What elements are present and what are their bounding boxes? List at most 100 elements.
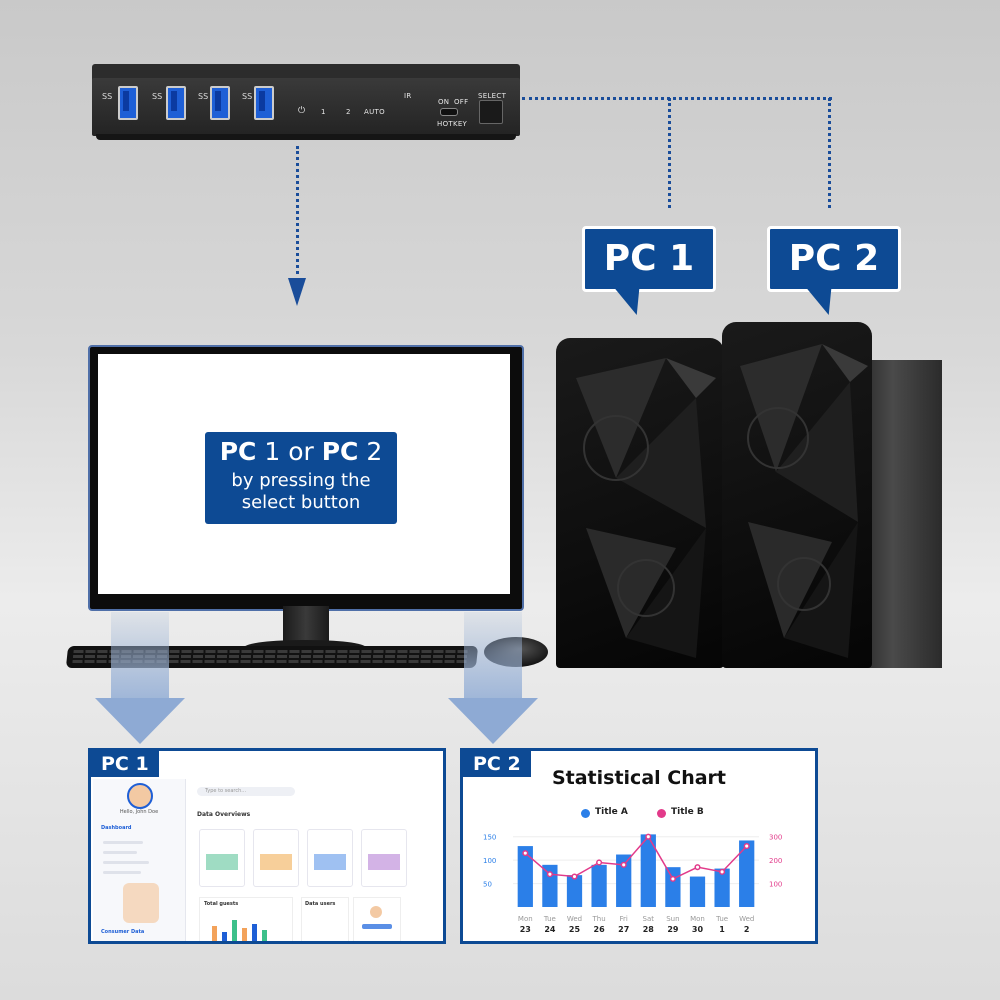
point-title-b [719,868,726,875]
nav-item[interactable] [103,871,141,874]
nav-item[interactable] [103,861,149,864]
avatar [127,783,153,809]
x-day-label: Sat [643,915,655,923]
led-label-2: 2 [346,108,351,116]
pc1-label: PC 1 [582,226,716,292]
led-label-auto: AUTO [364,108,385,116]
hotkey-on-label: ON [438,98,450,106]
x-day-label: Sun [666,915,679,923]
connector-monitor-line [296,146,299,274]
usb-symbol-1: SS [102,92,113,101]
x-date-label: 1 [719,925,725,934]
card-area-chart [368,854,400,870]
usb-port-3[interactable] [210,86,230,120]
bar-title-a [591,864,607,907]
pc1-screen-panel: PC 1 Hello, John Doe Dashboard Consumer … [88,748,446,944]
nav-item[interactable] [103,851,137,854]
nav-consumer-data[interactable]: Consumer Data [101,929,145,935]
nav-item[interactable] [103,841,143,844]
hotkey-off-label: OFF [454,98,469,106]
arrow-to-pc2-head [448,698,538,744]
hotkey-toggle[interactable] [440,108,458,116]
message-line-2: by pressing the [231,470,371,491]
point-title-b [645,833,652,840]
message-line-1: PC 1 or PC 2 [205,432,397,470]
legend-label-title-b: Title B [671,807,704,817]
pc1-label-pointer [615,289,649,315]
chart-title: Statistical Chart [551,767,727,789]
usb-symbol-3: SS [198,92,209,101]
pc2-panel-tag: PC 2 [463,751,531,777]
usb-port-1[interactable] [118,86,138,120]
pc2-tower-front-pattern [740,344,868,658]
connector-monitor-arrow [288,278,306,306]
point-title-b [596,859,603,866]
hotkey-label: HOTKEY [437,120,468,128]
x-day-label: Tue [715,915,728,923]
overview-title: Data Overviews [197,811,251,818]
total-guests-card: Total guests [199,897,293,941]
pc2-label-pointer [807,289,841,315]
x-day-label: Mon [690,915,705,923]
point-title-b [546,871,553,878]
data-users-title: Data users [305,901,336,907]
y-left-tick-label: 50 [483,881,492,889]
bar-title-a [616,854,632,907]
message-pc1-word: PC [219,437,257,466]
overview-card [253,829,299,887]
y-left-tick-label: 150 [483,834,496,842]
kvm-front-panel [92,78,520,136]
search-input[interactable]: Type to search... [197,787,295,796]
pc2-screen-panel: PC 2 Statistical Chart Title A Title B 1… [460,748,818,944]
x-date-label: 23 [520,925,531,934]
ir-label: IR [404,92,412,100]
nav-dashboard[interactable]: Dashboard [101,825,132,831]
message-pc1-number: 1 or [256,437,322,466]
point-title-b [620,861,627,868]
overview-card [361,829,407,887]
power-icon: ⏻ [298,106,306,116]
x-date-label: 28 [643,925,655,934]
pc1-panel-tag: PC 1 [91,751,159,777]
bar-title-a [665,867,681,907]
profile-avatar [370,906,382,918]
message-pc2-number: 2 [358,437,383,466]
user-greeting: Hello, John Doe [119,809,159,815]
pc2-tower-side [860,360,942,668]
connector-pc2-line [828,98,831,208]
pc1-dashboard: Hello, John Doe Dashboard Consumer Data … [93,779,413,941]
usb-symbol-4: SS [242,92,253,101]
bar-title-a [517,846,533,907]
select-button[interactable] [479,100,503,124]
x-day-label: Wed [739,915,754,923]
overview-card [307,829,353,887]
guests-bar [232,920,237,941]
x-date-label: 27 [618,925,629,934]
usb-symbol-2: SS [152,92,163,101]
profile-button[interactable] [362,924,392,929]
pc1-tower [556,338,724,668]
card-area-chart [260,854,292,870]
data-users-card: Data users [301,897,349,941]
x-day-label: Wed [567,915,582,923]
point-title-b [669,875,676,882]
card-area-chart [314,854,346,870]
pc1-tower-front-pattern [576,358,716,658]
y-right-tick-label: 100 [769,881,782,889]
x-day-label: Fri [620,915,628,923]
usb-port-2[interactable] [166,86,186,120]
arrow-to-pc2-shaft [464,612,522,700]
point-title-b [694,864,701,871]
dashboard-sidebar: Hello, John Doe Dashboard Consumer Data [93,779,186,941]
bar-title-a [566,875,583,907]
guests-bar [262,930,267,941]
line-title-b [524,835,748,880]
arrow-to-pc1-shaft [111,612,169,700]
usb-port-4[interactable] [254,86,274,120]
arrow-to-pc1-head [95,698,185,744]
connector-top-line [522,97,832,100]
pc2-tower [722,322,872,668]
x-date-label: 30 [692,925,704,934]
monitor-message: PC 1 or PC 2 by pressing the select butt… [205,432,397,524]
message-pc2-word: PC [321,437,359,466]
